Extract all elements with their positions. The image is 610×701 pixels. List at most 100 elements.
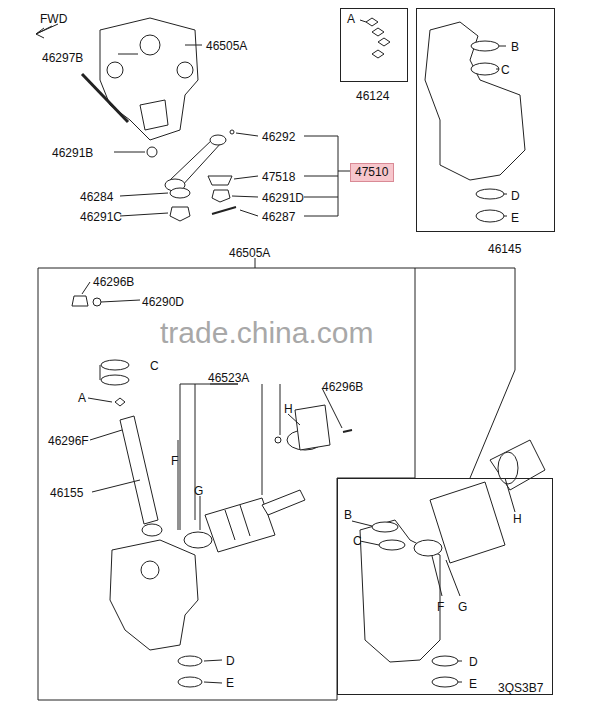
part-drawing xyxy=(118,54,138,55)
part-drawing xyxy=(100,365,101,380)
part-drawing xyxy=(288,414,300,425)
part-drawing xyxy=(178,677,202,687)
callout-letter: F xyxy=(437,601,444,613)
part-drawing xyxy=(114,152,145,153)
part-drawing xyxy=(255,258,256,268)
part-drawing xyxy=(208,176,232,185)
part-drawing xyxy=(36,24,58,34)
callout-letter: D xyxy=(469,656,478,668)
part-drawing xyxy=(200,496,201,530)
callout-letter: A xyxy=(78,392,86,404)
group-outline xyxy=(38,268,415,700)
part-drawing xyxy=(184,532,212,548)
callout-letter: H xyxy=(284,403,293,415)
direction-label: FWD xyxy=(40,13,67,25)
part-drawing xyxy=(236,133,258,136)
part-drawing xyxy=(490,440,545,490)
part-drawing xyxy=(458,661,462,682)
part-drawing xyxy=(120,416,158,524)
part-drawing xyxy=(262,490,305,515)
part-drawing xyxy=(110,540,198,650)
part-drawing xyxy=(372,28,384,36)
callout-letter: E xyxy=(469,678,477,690)
part-drawing xyxy=(432,556,460,596)
part-drawing xyxy=(100,18,198,140)
part-drawing xyxy=(504,194,507,216)
part-drawing xyxy=(343,430,352,432)
callout-number: 46523A xyxy=(208,372,249,384)
part-drawing xyxy=(425,22,525,222)
callout-letter: B xyxy=(511,41,519,53)
part-drawing xyxy=(295,405,330,450)
callout-number: 46145 xyxy=(488,243,521,255)
part-drawing xyxy=(180,384,238,530)
callout-number: 46284 xyxy=(80,191,113,203)
part-drawing xyxy=(304,136,350,216)
part-drawing xyxy=(195,384,280,520)
part-drawing xyxy=(379,540,405,550)
callout-number: 46287 xyxy=(262,211,295,223)
part-drawing xyxy=(225,505,250,540)
part-drawing xyxy=(372,50,384,58)
part-drawing xyxy=(177,62,193,78)
part-drawing xyxy=(378,38,390,46)
callout-letter: G xyxy=(458,601,467,613)
callout-letter: C xyxy=(501,64,510,76)
callout-number: 47510 xyxy=(355,166,388,178)
callout-number: 46296F xyxy=(48,435,89,447)
part-drawing xyxy=(471,41,499,51)
part-drawing xyxy=(178,656,202,666)
callout-number: 46292 xyxy=(262,131,295,143)
part-drawing xyxy=(72,296,88,306)
part-drawing xyxy=(240,210,258,216)
part-drawing xyxy=(210,135,226,145)
part-drawing xyxy=(140,100,168,130)
group-box: A46124 xyxy=(340,8,408,82)
part-drawing xyxy=(366,18,378,26)
part-drawing xyxy=(212,207,236,214)
part-drawing xyxy=(88,398,112,402)
callout-number: 3QS3B7 xyxy=(498,682,543,694)
part-drawing xyxy=(432,656,458,666)
callout-number: 46291D xyxy=(262,192,304,204)
group-box: BCHFGDE xyxy=(337,478,553,695)
part-drawing xyxy=(93,298,101,306)
part-drawing xyxy=(204,660,222,683)
part-drawing xyxy=(476,210,504,222)
callout-number: 46291B xyxy=(52,147,93,159)
part-drawing xyxy=(115,398,125,406)
part-drawing xyxy=(101,300,140,302)
callout-letter: C xyxy=(353,535,362,547)
assembly-number-box: 47510 xyxy=(350,163,394,182)
part-drawing xyxy=(322,388,342,428)
callout-letter: D xyxy=(226,655,235,667)
part-drawing xyxy=(414,540,442,556)
callout-number: 46291C xyxy=(80,211,122,223)
callout-number: 46505A xyxy=(229,247,270,259)
callout-number: 46124 xyxy=(356,90,389,102)
callout-number: 46297B xyxy=(42,52,83,64)
part-drawing xyxy=(142,524,162,536)
group-box: BCDE46145 xyxy=(416,8,555,232)
part-drawing xyxy=(140,35,160,55)
part-drawing xyxy=(147,147,157,157)
callout-letter: E xyxy=(226,677,234,689)
callout-number: 46155 xyxy=(50,487,83,499)
callout-number: 46296B xyxy=(322,381,363,393)
part-drawing xyxy=(82,282,90,294)
part-drawing xyxy=(425,22,525,180)
part-drawing xyxy=(90,430,122,440)
part-drawing xyxy=(498,452,518,484)
part-drawing xyxy=(366,18,390,58)
part-drawing xyxy=(170,188,190,198)
callout-number: 47518 xyxy=(262,171,295,183)
callout-letter: C xyxy=(150,360,159,372)
part-drawing xyxy=(230,130,234,134)
part-drawing xyxy=(120,193,168,196)
callout-number: 46290D xyxy=(142,296,184,308)
callout-letter: F xyxy=(171,455,178,467)
part-drawing xyxy=(101,360,129,370)
part-drawing xyxy=(141,561,159,579)
part-drawing xyxy=(185,45,202,46)
